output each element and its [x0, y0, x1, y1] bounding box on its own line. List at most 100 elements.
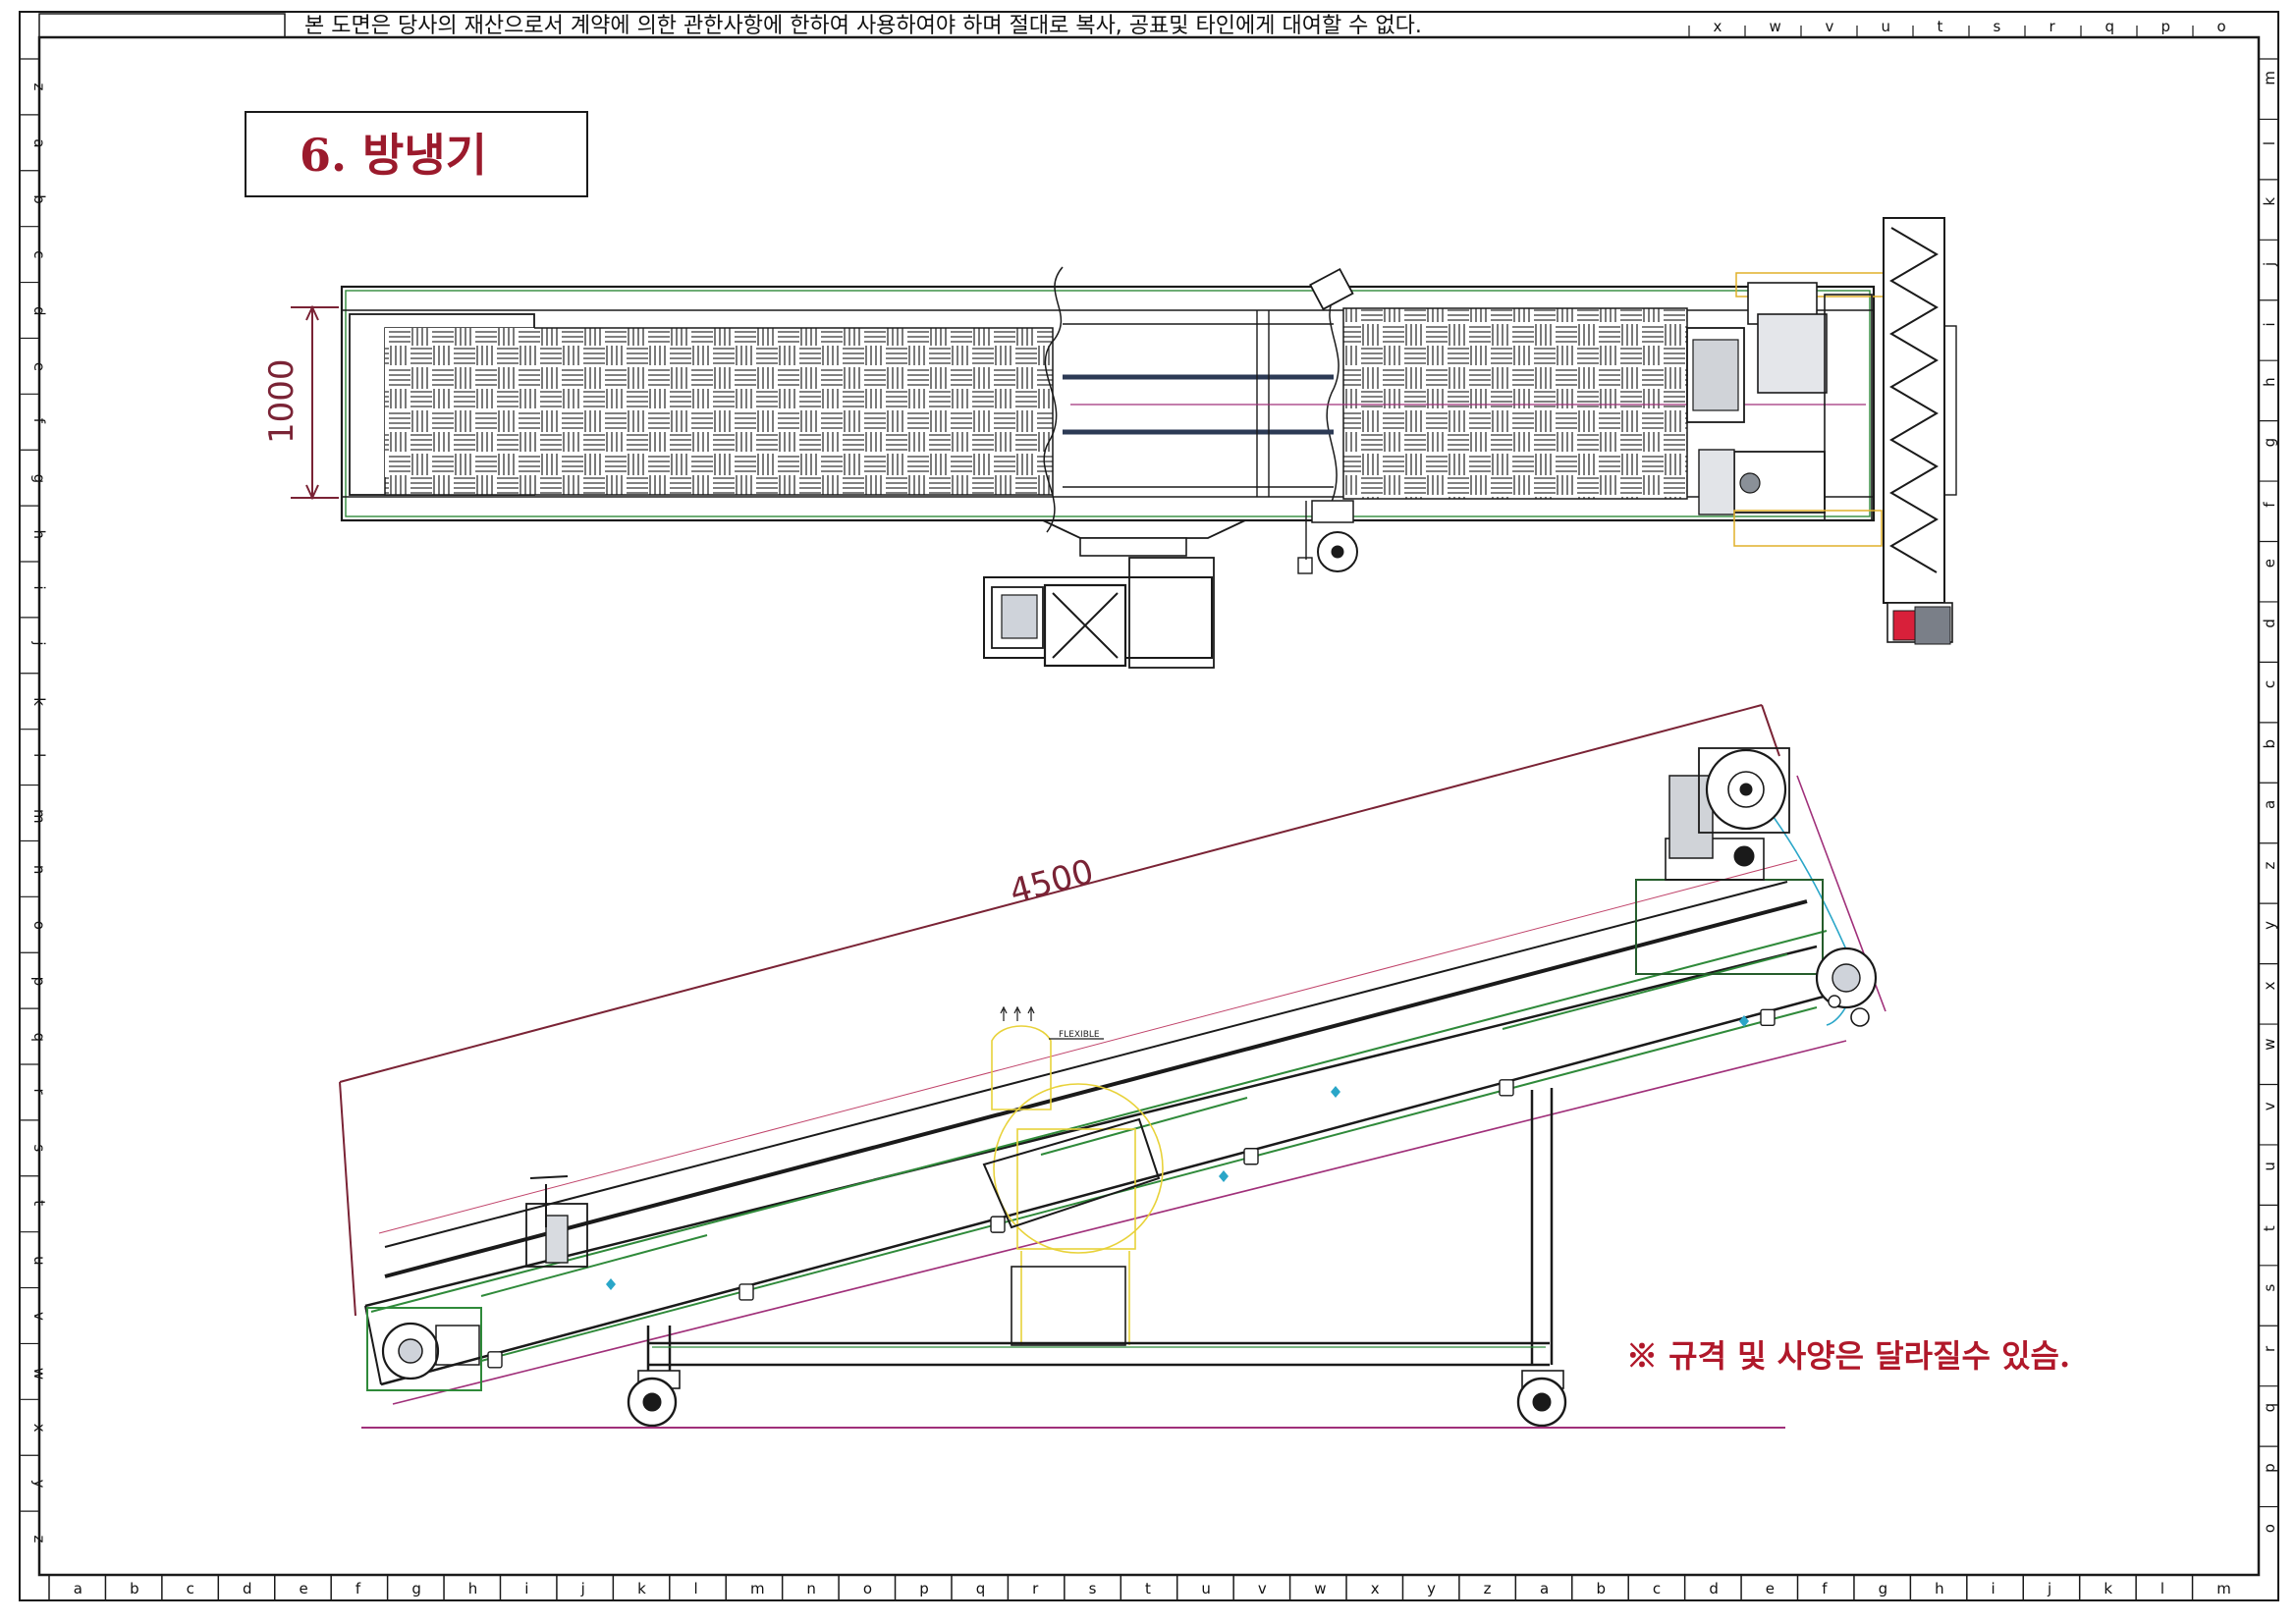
title-box: 6. 방냉기	[245, 111, 588, 197]
belt-guides	[370, 930, 1828, 1362]
ruler-label: p	[2161, 18, 2171, 35]
tension-unit	[525, 1175, 588, 1268]
ruler-label: r	[2261, 1345, 2278, 1352]
width-dimension-label: 1000	[262, 358, 301, 444]
ruler-label: z	[1484, 1580, 1492, 1597]
break-line	[1043, 266, 1064, 533]
ruler-label: j	[2261, 262, 2278, 267]
blower-cone	[982, 1117, 1161, 1346]
ruler-label: l	[2261, 141, 2278, 145]
marker	[1331, 1086, 1340, 1098]
ruler-label: h	[2261, 377, 2278, 387]
ruler-label: b	[30, 194, 48, 204]
ruler-label: g	[411, 1580, 421, 1597]
ruler-label: w	[1770, 18, 1781, 35]
ruler-label: v	[1826, 18, 1834, 35]
ruler-label: t	[2261, 1225, 2278, 1231]
marker	[1739, 1015, 1749, 1027]
side-view: 4500	[339, 704, 1886, 1429]
conveyor-body	[364, 881, 1835, 1386]
drive-chain	[1749, 785, 1857, 1026]
ruler-label: c	[187, 1580, 194, 1597]
ruler-label: q	[2105, 18, 2115, 35]
ruler-label: u	[1201, 1580, 1211, 1597]
ruler-label: f	[2261, 502, 2278, 508]
ruler-label: u	[1882, 18, 1891, 35]
ruler-label: s	[2261, 1284, 2278, 1292]
ruler-label: n	[30, 865, 48, 875]
ruler-label: q	[2261, 1403, 2278, 1413]
notice-text: 본 도면은 당사의 재산으로서 계약에 의한 관한사항에 한하여 사용하여야 하…	[304, 14, 1422, 38]
ruler-label: f	[30, 418, 48, 424]
ruler-label: d	[2261, 619, 2278, 628]
ruler-label: o	[30, 921, 48, 930]
screw-conveyor	[1883, 217, 1957, 645]
flexible-label: FLEXIBLE	[1059, 1030, 1100, 1040]
ruler-label: r	[2050, 18, 2056, 35]
support-brackets	[487, 1008, 1776, 1369]
marker	[606, 1278, 616, 1290]
outer-frame	[19, 11, 2279, 1601]
ruler-label: i	[524, 1580, 528, 1597]
ruler-label: q	[30, 1033, 48, 1043]
support-bracket	[1760, 1008, 1776, 1026]
ruler-label: d	[30, 306, 48, 316]
middle-shafts	[1063, 310, 1334, 497]
ruler-label: q	[976, 1580, 986, 1597]
stand-frame	[646, 1088, 1554, 1375]
ruler-label: h	[30, 530, 48, 540]
ruler-label: r	[30, 1088, 48, 1095]
plan-frame	[340, 285, 1876, 522]
ruler-label: j	[30, 640, 48, 645]
ruler-label: n	[806, 1580, 816, 1597]
ruler-label: c	[2261, 680, 2278, 688]
ruler-label: o	[2261, 1524, 2278, 1533]
head-drive	[1635, 747, 1878, 1027]
inner-frame	[37, 35, 2261, 1577]
support-bracket	[990, 1216, 1006, 1233]
ruler-label: a	[30, 138, 48, 147]
ruler-label: y	[1427, 1580, 1436, 1597]
ruler-label: e	[2261, 559, 2278, 568]
cyan-markers	[606, 1015, 1749, 1290]
ruler-label: w	[2261, 1038, 2278, 1050]
ruler-label: e	[299, 1580, 307, 1597]
ruler-label: h	[468, 1580, 478, 1597]
ruler-label: a	[2261, 800, 2278, 809]
support-bracket	[1499, 1079, 1514, 1097]
return-lines	[378, 775, 1886, 1405]
ruler-label: t	[30, 1200, 48, 1206]
ruler-label: z	[30, 1536, 48, 1543]
ruler-label: w	[1314, 1580, 1326, 1597]
ruler-label: t	[1145, 1580, 1151, 1597]
ruler-label: d	[243, 1580, 252, 1597]
drive-motors	[1686, 272, 1885, 547]
ruler-label: d	[1709, 1580, 1719, 1597]
ruler-label: a	[1540, 1580, 1549, 1597]
support-bracket	[487, 1351, 503, 1369]
ruler-label: g	[30, 474, 48, 484]
flexible-arrows	[1000, 1005, 1104, 1040]
ruler-label: k	[2261, 197, 2278, 206]
ruler-label: x	[1714, 18, 1722, 35]
drawing-title: 6. 방냉기	[300, 129, 487, 182]
ruler-label: g	[2261, 438, 2278, 448]
ruler-label: s	[30, 1144, 48, 1152]
ruler-label: k	[30, 697, 48, 706]
ruler-label: x	[1371, 1580, 1380, 1597]
ruler-label: y	[2261, 921, 2278, 930]
ruler-label: s	[1994, 18, 2001, 35]
ruler-label: p	[2261, 1463, 2278, 1473]
mesh-belt-right	[1342, 307, 1688, 500]
ruler-label: b	[2261, 739, 2278, 749]
ruler-label: r	[1032, 1580, 1039, 1597]
ruler-label: u	[2261, 1162, 2278, 1171]
ruler-label: b	[130, 1580, 139, 1597]
ruler-label: v	[1258, 1580, 1267, 1597]
tail-pulley	[366, 1307, 482, 1391]
ruler-label: s	[1089, 1580, 1097, 1597]
ruler-label: g	[1879, 1580, 1888, 1597]
